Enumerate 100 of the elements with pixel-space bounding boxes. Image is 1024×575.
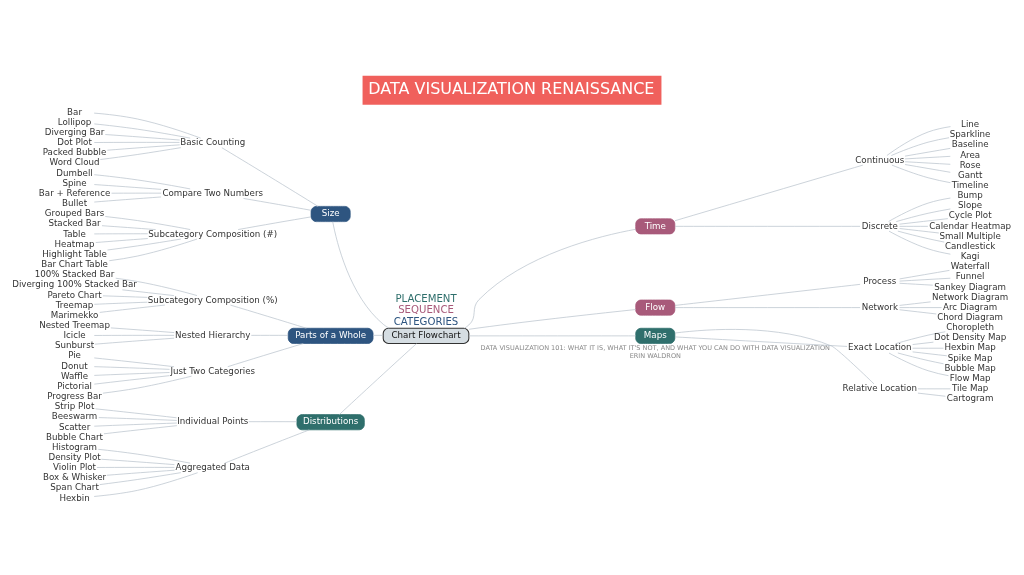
connector [468, 335, 637, 336]
node-text: Baseline [951, 138, 989, 149]
node-text: Strip Plot [54, 400, 95, 411]
connector [102, 375, 192, 394]
node-text: Nested Treemap [39, 319, 110, 330]
connector [332, 220, 390, 329]
node-text: Histogram [52, 441, 98, 452]
node-box: Chart Flowchart [382, 327, 470, 344]
connector [468, 308, 636, 330]
node-text: Individual Points [177, 415, 249, 426]
connector [888, 352, 949, 376]
connector [895, 208, 951, 222]
node-text: Table [63, 228, 86, 239]
connector [104, 133, 181, 140]
node-text: Lollipop [57, 116, 92, 127]
node-text: Gantt [957, 169, 983, 180]
node-text: Rose [959, 159, 981, 170]
node-text: Stacked Bar [48, 217, 101, 228]
node-text: Relative Location [842, 382, 918, 393]
connector [890, 136, 950, 156]
connector [93, 365, 170, 370]
node-box: Maps [635, 327, 676, 344]
node-text: Bar [67, 106, 82, 117]
node-text: Packed Bubble [42, 146, 107, 157]
node-text: Exact Location [847, 341, 912, 352]
connector [899, 277, 951, 281]
connector [93, 371, 170, 376]
connector [674, 164, 864, 221]
connector [912, 347, 944, 349]
node-text: Sankey Diagram [934, 281, 1006, 292]
node-box: Distributions [296, 413, 365, 430]
node-text: Diverging Bar [44, 126, 105, 137]
connector [93, 112, 201, 138]
connector [93, 173, 191, 189]
connector [99, 304, 166, 313]
connector [917, 392, 946, 397]
connector [243, 197, 312, 211]
node-text: Grouped Bars [44, 207, 105, 218]
node-text: Donut [61, 360, 88, 371]
node-text: Kagi [960, 250, 980, 261]
node-box: Time [635, 217, 676, 234]
connector [108, 238, 198, 261]
connector [221, 146, 319, 207]
node-text: Dot Density Map [933, 331, 1007, 342]
node-text: Candlestick [944, 240, 996, 251]
connector [96, 466, 175, 468]
node-text: Dot Plot [57, 136, 92, 147]
node-text: Network [861, 301, 898, 312]
connector [674, 283, 861, 306]
connector [899, 225, 929, 227]
connector [227, 342, 304, 367]
connector [95, 237, 149, 243]
connector [121, 288, 175, 296]
node-text: Scatter [58, 421, 91, 432]
connector [899, 269, 950, 279]
connector [93, 123, 191, 138]
node-text: Funnel [955, 270, 985, 281]
node-text: Chord Diagram [937, 311, 1004, 322]
connector [99, 471, 182, 485]
node-text: Beeswarm [51, 410, 98, 421]
connector [248, 420, 298, 422]
node-text: Sunburst [55, 339, 95, 350]
node-text: Timeline [951, 179, 989, 190]
connector [912, 341, 934, 345]
node-text: Compare Two Numbers [162, 187, 264, 198]
connector [93, 334, 175, 336]
node-text: Bubble Map [944, 362, 996, 373]
diagram-title: DATA VISUALIZATION RENAISSANCE [368, 78, 655, 98]
node-text: Area [960, 148, 981, 159]
connector [111, 192, 162, 194]
connector [899, 308, 937, 314]
node-text: Bar Chart Table [41, 258, 108, 269]
connector [100, 458, 175, 465]
node-text: Hexbin [59, 492, 90, 503]
connector [93, 422, 178, 427]
connector [674, 225, 861, 227]
node-text: Icicle [63, 329, 86, 340]
node-text: Discrete [861, 220, 898, 231]
node-box: Parts of a Whole [287, 327, 374, 344]
node-text: Word Cloud [49, 156, 100, 167]
node-text: Slope [958, 199, 983, 210]
connector [904, 155, 951, 159]
node-text: Span Chart [50, 481, 99, 492]
node-text: Line [961, 118, 980, 129]
node-text: Process [863, 275, 897, 286]
connector [93, 232, 149, 234]
connector [93, 301, 148, 305]
connector [93, 471, 198, 497]
connector [103, 424, 178, 434]
connector [891, 164, 951, 183]
connector [93, 196, 162, 202]
connector [339, 342, 417, 415]
node-text: Bullet [62, 197, 88, 208]
node-text: Waffle [60, 370, 89, 381]
connector [674, 336, 848, 347]
connector [95, 407, 177, 418]
node-text: Tile Map [951, 382, 989, 393]
connector [93, 374, 170, 384]
connector [93, 183, 162, 190]
connector [904, 160, 951, 165]
